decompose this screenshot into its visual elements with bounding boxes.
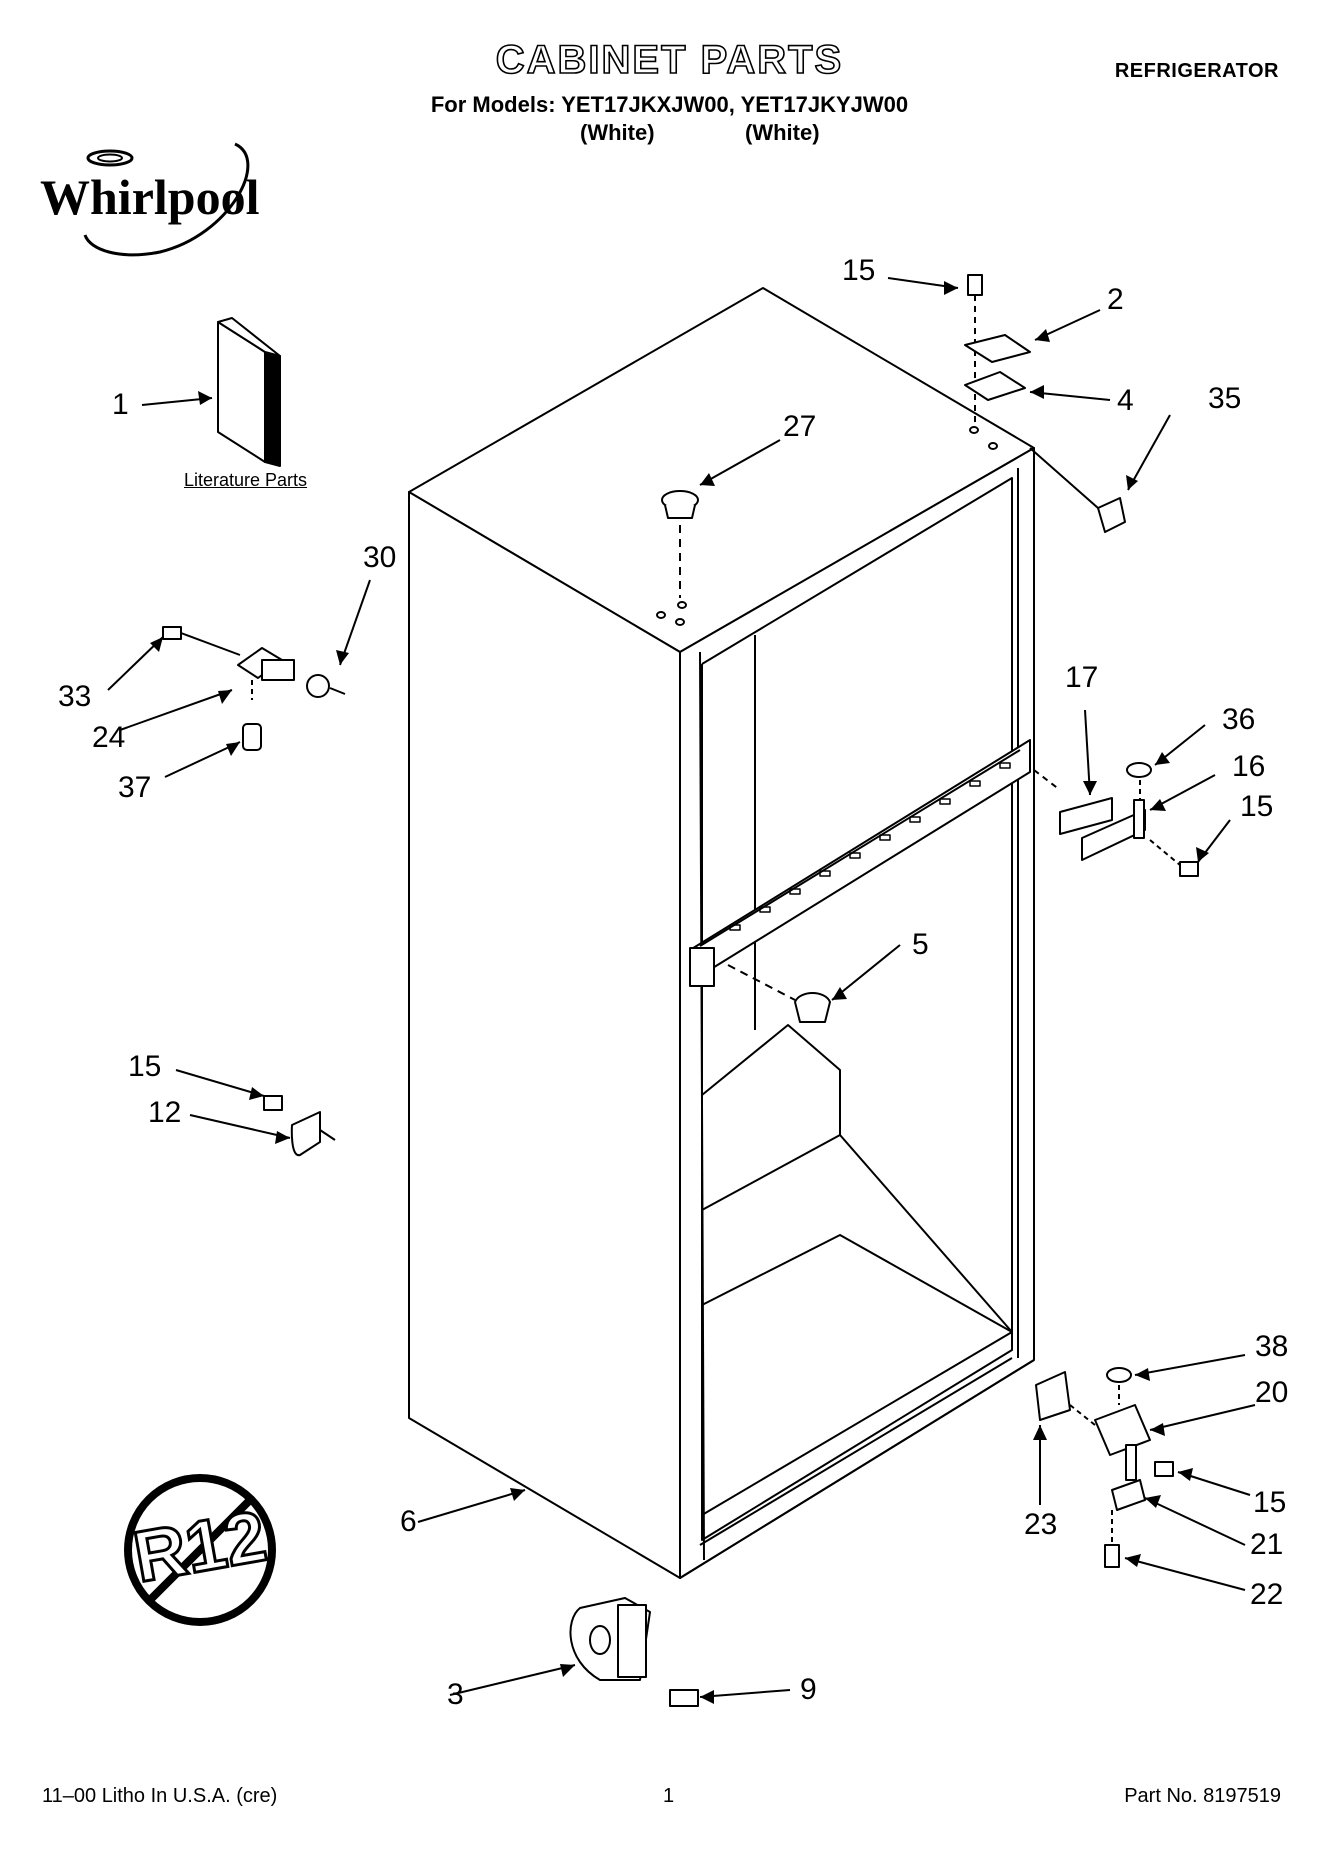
callout-17: 17 — [1065, 661, 1099, 694]
callout-15-mid: 15 — [1240, 790, 1274, 823]
callout-15-left: 15 — [128, 1050, 162, 1083]
callout-38: 38 — [1255, 1330, 1289, 1363]
callout-21: 21 — [1250, 1528, 1284, 1561]
logo-wordmark: Whirlpool — [40, 169, 260, 225]
model-color-2: (White) — [745, 120, 820, 145]
arrowheads — [150, 281, 1209, 1704]
rail-slots — [729, 762, 1011, 931]
model-color-1: (White) — [580, 120, 655, 145]
no-r12-symbol: R12 — [120, 1470, 280, 1630]
category-label: REFRIGERATOR — [1114, 60, 1279, 82]
callout-3: 3 — [447, 1678, 464, 1711]
callout-6: 6 — [400, 1505, 417, 1538]
literature-booklet — [217, 317, 281, 467]
plug-27 — [661, 490, 699, 598]
bottom-hinge-assembly — [1035, 1367, 1174, 1568]
callout-1: 1 — [112, 388, 129, 421]
callout-23: 23 — [1024, 1508, 1058, 1541]
callout-4: 4 — [1117, 384, 1134, 417]
callout-33: 33 — [58, 680, 92, 713]
page-title: CABINET PARTS — [495, 37, 844, 83]
left-bracket-12 — [263, 1095, 336, 1156]
mid-hinge-assembly — [1033, 762, 1199, 877]
leader-lines — [107, 277, 1256, 1698]
part-number: Part No. 8197519 — [1124, 1785, 1281, 1807]
callout-9: 9 — [800, 1673, 817, 1706]
callout-15-bottom: 15 — [1253, 1486, 1287, 1519]
callout-12: 12 — [148, 1096, 182, 1129]
top-hinge-assembly — [964, 274, 1126, 533]
models-line: For Models: YET17JKXJW00, YET17JKYJW00 — [430, 92, 909, 117]
cabinet-body — [408, 287, 1035, 1579]
callout-2: 2 — [1107, 283, 1124, 316]
whirlpool-swirl-icon — [83, 142, 250, 257]
plug-5 — [689, 947, 831, 1023]
literature-parts-label: Literature Parts — [184, 470, 308, 490]
callout-35: 35 — [1208, 382, 1242, 415]
footer-litho: 11–00 Litho In U.S.A. (cre) — [42, 1785, 278, 1807]
prohibition-icon — [124, 1474, 276, 1626]
callout-15-top: 15 — [842, 254, 876, 287]
callout-27: 27 — [783, 410, 817, 443]
leveler-3 — [569, 1597, 699, 1707]
callout-37: 37 — [118, 771, 152, 804]
callout-30: 30 — [363, 541, 397, 574]
callout-24: 24 — [92, 721, 126, 754]
callout-20: 20 — [1255, 1376, 1289, 1409]
whirlpool-logo: Whirlpool — [30, 140, 290, 260]
callout-16: 16 — [1232, 750, 1266, 783]
callout-5: 5 — [912, 928, 929, 961]
callout-22: 22 — [1250, 1578, 1284, 1611]
page-number: 1 — [663, 1785, 675, 1807]
callout-36: 36 — [1222, 703, 1256, 736]
top-holes — [656, 426, 998, 626]
left-hinge-pin — [162, 626, 346, 751]
